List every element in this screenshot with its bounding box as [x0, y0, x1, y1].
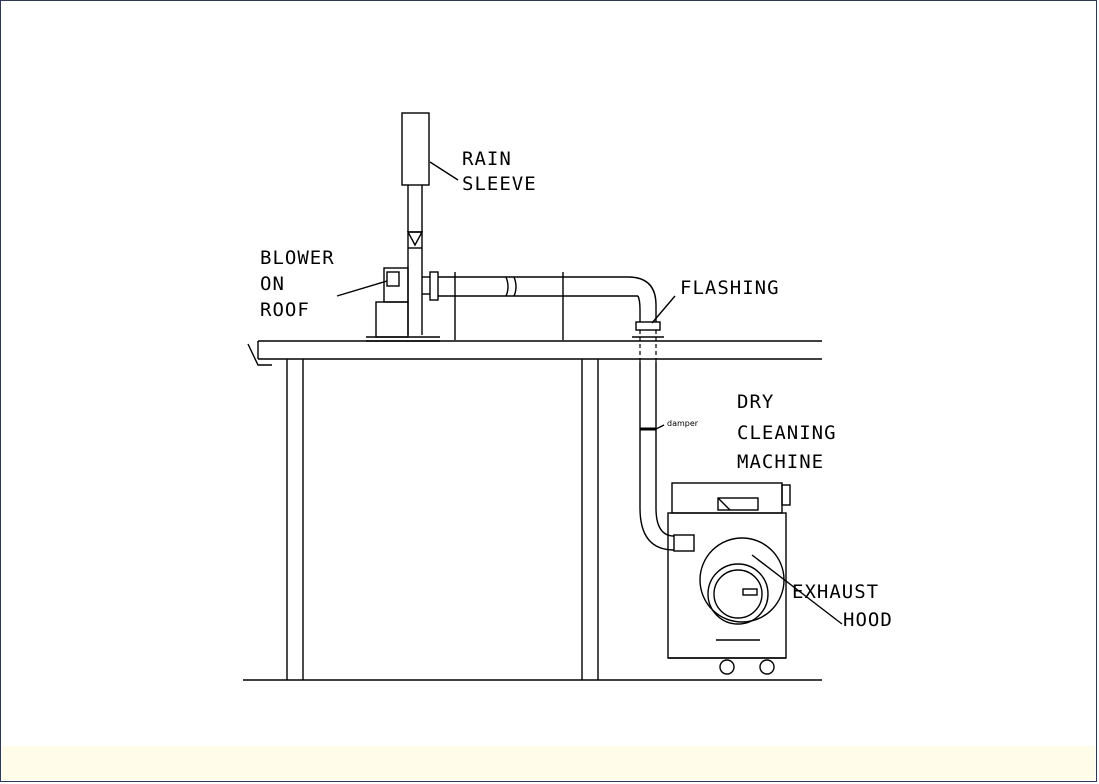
label-sleeve: SLEEVE: [462, 173, 537, 195]
roof-duct: [422, 271, 664, 340]
blower-unit-shape: [366, 267, 440, 342]
label-machine: MACHINE: [737, 451, 824, 473]
leader-lines: [336, 161, 843, 625]
label-damper: damper: [667, 419, 699, 428]
label-cleaning: CLEANING: [737, 422, 837, 444]
label-exhaust: EXHAUST: [792, 581, 879, 603]
label-hood: HOOD: [843, 609, 893, 631]
dry-cleaning-machine-shape: [667, 482, 791, 675]
label-on: ON: [260, 273, 285, 295]
building-walls: [286, 359, 599, 680]
vertical-duct: [639, 330, 695, 552]
roof-deck: [247, 340, 822, 366]
label-flashing: FLASHING: [680, 277, 780, 299]
label-rain: RAIN: [462, 148, 512, 170]
label-dry: DRY: [737, 391, 774, 413]
bottom-band: [2, 746, 1095, 780]
label-blower: BLOWER: [260, 247, 335, 269]
label-roof: ROOF: [260, 299, 310, 321]
